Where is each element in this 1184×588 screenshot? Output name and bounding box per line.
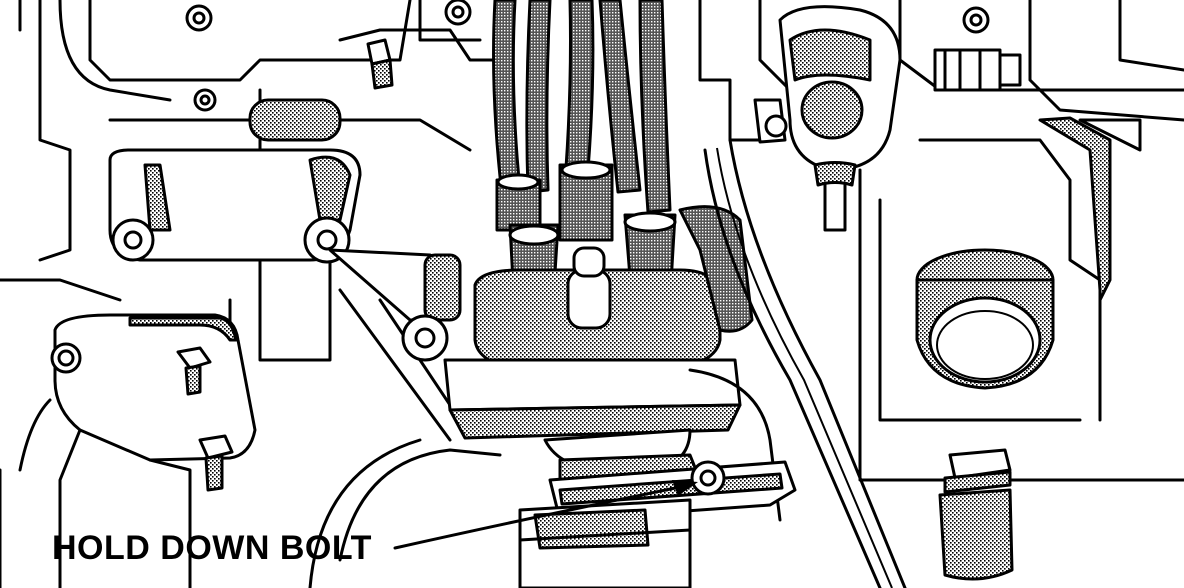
hold-down-bolt-leader: [393, 480, 698, 550]
coolant-hose: [703, 138, 907, 588]
upper-right-fitting: [753, 5, 1022, 232]
upper-left-bracket: [108, 0, 990, 264]
distributor-housing: [518, 498, 692, 588]
right-rail: [1038, 116, 1142, 302]
cylinder-bore: [915, 248, 1055, 390]
hold-down-bolt-label: HOLD DOWN BOLT: [52, 529, 372, 567]
upper-stud: [366, 38, 394, 90]
temperature-sensor: [938, 448, 1014, 581]
lower-left-flange: [18, 313, 257, 588]
adjuster-link: [328, 248, 462, 362]
distributor: [443, 205, 782, 522]
